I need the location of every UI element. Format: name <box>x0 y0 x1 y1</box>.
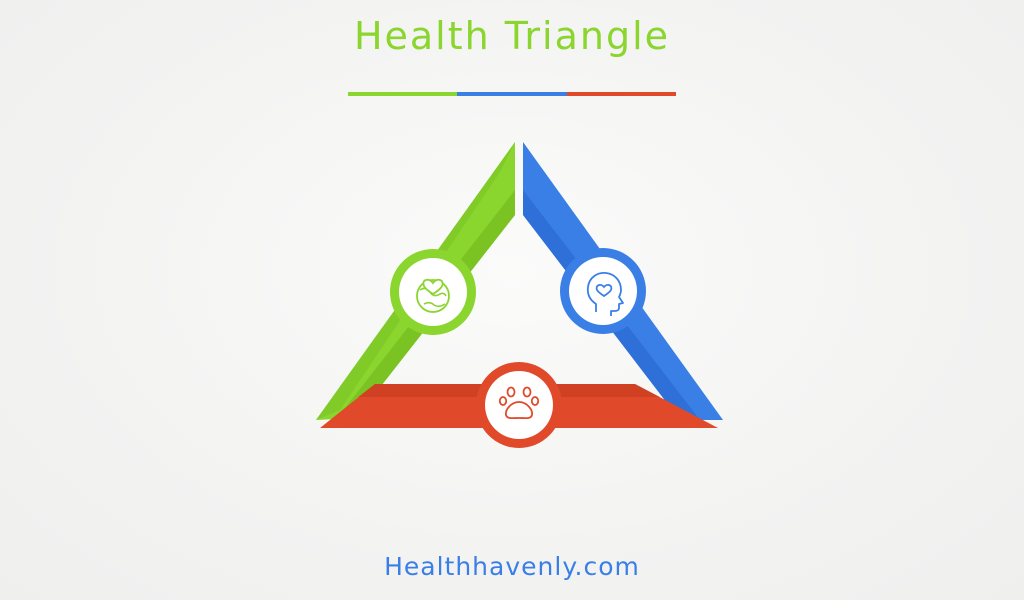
paw-icon <box>476 362 562 448</box>
footer-site-url[interactable]: Healthhavenly.com <box>384 552 640 581</box>
head-heart-icon <box>560 248 646 334</box>
page-title: Health Triangle <box>353 14 671 58</box>
planet-heart-icon <box>390 249 476 335</box>
underline-green-segment <box>348 92 458 96</box>
title-underline <box>348 92 676 96</box>
underline-blue-segment <box>457 92 567 96</box>
underline-red-segment <box>566 92 676 96</box>
